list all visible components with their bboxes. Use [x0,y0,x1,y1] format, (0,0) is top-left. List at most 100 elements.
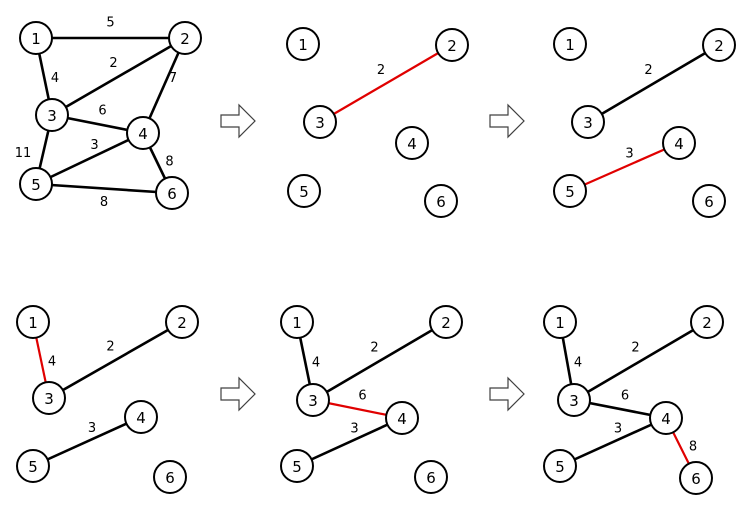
node-4 [662,126,696,160]
edge-4-2 [141,37,187,134]
node-4 [126,116,160,150]
node-3 [571,105,605,139]
node-2 [690,305,724,339]
node-5 [280,449,314,483]
node-label: 4 [136,409,146,427]
edge-weight-label: 2 [644,63,652,78]
node-label: 5 [28,458,38,476]
node-5 [16,449,50,483]
edge-5-6 [35,182,173,195]
node-5 [543,449,577,483]
node-label: 3 [308,392,318,410]
edge-5-4-selected [569,141,680,193]
node-label: 6 [167,185,177,203]
node-1 [19,21,53,55]
edge-weight-label: 3 [90,138,98,153]
edge-weight-label: 6 [358,389,366,404]
node-3 [35,98,69,132]
node-5 [287,174,321,208]
edge-3-2 [587,43,720,124]
edge-weight-label: 2 [106,340,114,355]
edge-weight-label: 2 [631,341,639,356]
node-6 [414,460,448,494]
node-2 [435,28,469,62]
node-3 [296,383,330,417]
node-label: 4 [674,135,684,153]
edge-5-4 [296,416,403,468]
node-1 [16,305,50,339]
edge-5-4 [559,416,667,468]
edge-weight-label: 4 [48,355,56,370]
node-6 [153,460,187,494]
edge-weight-label: 3 [350,422,358,437]
node-label: 1 [292,314,302,332]
node-1 [280,305,314,339]
node-label: 1 [31,30,41,48]
node-label: 4 [138,125,148,143]
edge-weight-label: 3 [614,422,622,437]
node-label: 4 [661,410,671,428]
edge-3-2 [51,36,186,117]
node-label: 4 [397,410,407,428]
node-label: 6 [704,193,714,211]
node-3 [557,383,591,417]
node-3 [32,381,66,415]
node-label: 1 [555,314,565,332]
edge-weight-label: 7 [169,71,177,86]
edge-weight-label: 2 [109,56,117,71]
node-label: 6 [165,469,175,487]
node-6 [692,184,726,218]
node-1 [286,27,320,61]
node-label: 3 [315,114,325,132]
node-4 [649,401,683,435]
edge-weight-label: 6 [621,389,629,404]
edge-weight-label: 3 [88,421,96,436]
node-label: 6 [426,469,436,487]
node-label: 3 [569,392,579,410]
node-label: 2 [180,30,190,48]
node-4 [385,401,419,435]
node-label: 5 [555,458,565,476]
edge-weight-label: 11 [15,146,32,161]
node-4 [124,400,158,434]
node-label: 2 [714,37,724,55]
node-label: 2 [447,37,457,55]
arrow-1-icon [220,103,256,139]
node-label: 5 [565,183,575,201]
edge-weight-label: 8 [165,155,173,170]
edge-weight-label: 4 [574,356,582,371]
node-label: 1 [565,36,575,54]
node-label: 2 [177,314,187,332]
edge-5-4 [32,415,142,468]
node-2 [429,305,463,339]
edge-weight-label: 2 [370,341,378,356]
node-label: 1 [28,314,38,332]
node-label: 2 [702,314,712,332]
node-1 [553,27,587,61]
node-label: 3 [47,107,57,125]
node-label: 4 [407,135,417,153]
node-label: 1 [298,36,308,54]
node-6 [155,176,189,210]
edge-3-2 [312,320,447,402]
node-4 [395,126,429,160]
arrow-4-icon [489,376,525,412]
node-label: 3 [583,114,593,132]
node-3 [303,105,337,139]
node-6 [679,461,713,495]
node-1 [543,305,577,339]
node-label: 6 [691,470,701,488]
node-label: 6 [436,193,446,211]
edge-5-4 [35,131,144,186]
edge-weight-label: 6 [98,104,106,119]
node-2 [168,21,202,55]
edge-3-2 [573,320,708,402]
node-label: 5 [31,176,41,194]
step-arrows [220,103,525,412]
